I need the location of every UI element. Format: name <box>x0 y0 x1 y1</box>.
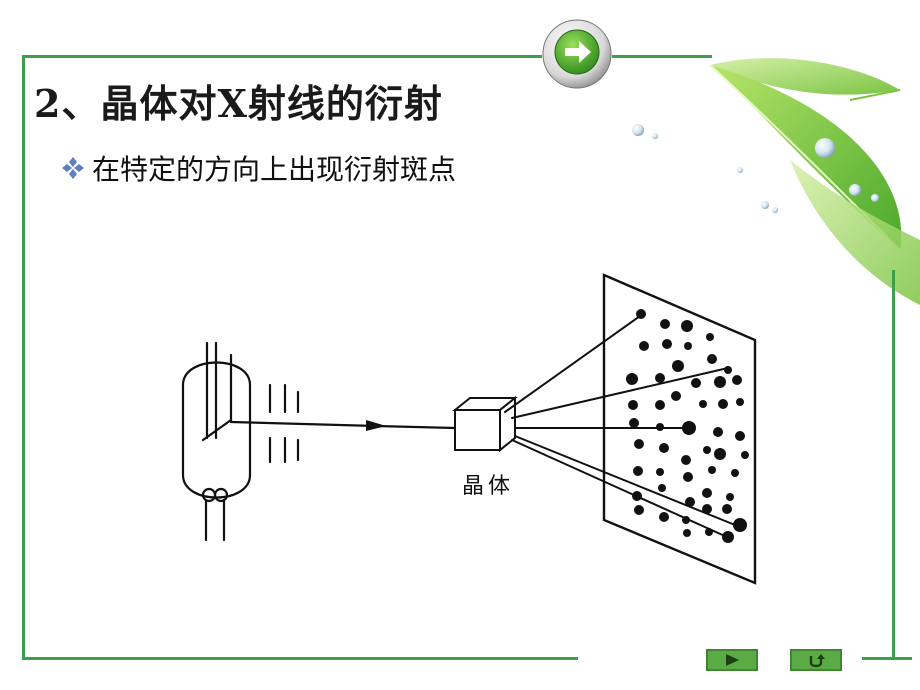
bullet-item: 在特定的方向上出现衍射斑点 <box>60 148 456 188</box>
diffracted-beams <box>504 315 741 538</box>
xray-tube <box>181 341 252 542</box>
return-arrow-icon <box>790 649 842 671</box>
frame-top-right <box>612 55 712 58</box>
diamond-bullet-icon <box>62 157 84 179</box>
play-triangle-icon <box>706 649 758 671</box>
next-slide-button[interactable] <box>706 649 758 671</box>
beam-arrowhead <box>366 420 386 431</box>
return-button[interactable] <box>790 649 842 671</box>
incident-beam <box>229 420 378 428</box>
slide-title: 2、晶体对X射线的衍射 <box>34 81 443 126</box>
crystal-label: 晶体 <box>462 474 514 499</box>
diffraction-spots <box>626 309 749 543</box>
round-arrow-button[interactable] <box>541 18 613 90</box>
green-arrow-icon <box>542 19 612 89</box>
frame-top-left <box>22 55 542 58</box>
crystal-cube <box>452 395 518 453</box>
frame-left <box>22 55 25 660</box>
frame-bottom <box>22 657 578 660</box>
frame-right <box>892 270 895 660</box>
bullet-text: 在特定的方向上出现衍射斑点 <box>92 153 457 186</box>
frame-bottom-right <box>862 657 912 660</box>
slits <box>268 383 300 464</box>
detector-screen <box>602 273 757 585</box>
leaf-decoration <box>632 58 920 305</box>
